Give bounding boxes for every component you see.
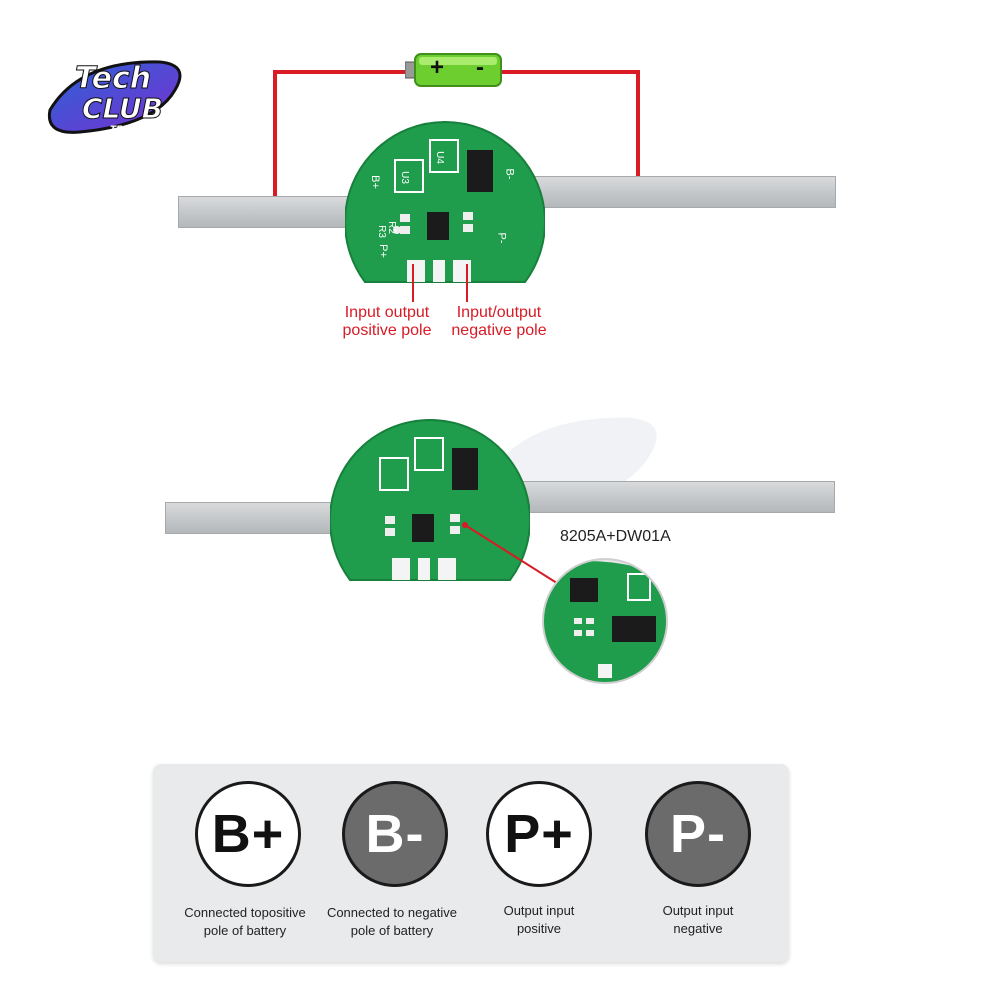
pin-b-plus-caption-line1: Connected topositive bbox=[184, 905, 306, 920]
pin-b-plus-caption-line2: pole of battery bbox=[203, 923, 287, 938]
pin-b-minus-caption: Connected to negative pole of battery bbox=[317, 904, 467, 940]
wire-left-vertical bbox=[273, 70, 277, 210]
battery-icon bbox=[405, 53, 502, 87]
callout-negative-pole: Input/output negative pole bbox=[444, 304, 554, 340]
pcb-board-top bbox=[345, 121, 545, 283]
nickel-strip-right-2 bbox=[495, 481, 835, 513]
pin-p-plus-caption-line2: positive bbox=[516, 921, 562, 936]
nickel-strip-left-2 bbox=[165, 502, 355, 534]
svg-text:CLUB: CLUB bbox=[82, 92, 163, 125]
wire-left-horizontal bbox=[273, 70, 408, 74]
pcb-label-u4: U4 bbox=[433, 151, 445, 164]
pin-p-minus-caption-line1: Output input bbox=[662, 903, 734, 918]
wire-right-horizontal bbox=[500, 70, 640, 74]
nickel-strip-right bbox=[510, 176, 836, 208]
zoom-pointer-line bbox=[462, 522, 561, 586]
pin-p-minus-caption-line2: negative bbox=[673, 921, 723, 936]
svg-text:TECH CLUB: TECH CLUB bbox=[110, 125, 166, 135]
pcb-label-r3: R3 bbox=[375, 225, 387, 238]
battery-plus: + bbox=[430, 54, 445, 81]
callout-positive-pole: Input output positive pole bbox=[332, 304, 442, 340]
pin-p-minus-caption: Output input negative bbox=[623, 902, 773, 938]
pin-p-plus-caption-line1: Output input bbox=[503, 903, 575, 918]
pin-b-minus-symbol: B- bbox=[365, 804, 425, 864]
pin-p-plus-caption: Output input positive bbox=[464, 902, 614, 938]
callout-line-right bbox=[466, 264, 468, 302]
pcb-label-b-minus: B- bbox=[503, 168, 516, 180]
callout-left-line1: Input output bbox=[344, 304, 430, 321]
pcb-label-p-minus: P- bbox=[495, 232, 508, 244]
callout-line-left bbox=[412, 264, 414, 302]
callout-left-line2: positive pole bbox=[342, 322, 432, 339]
pin-p-minus-symbol: P- bbox=[670, 804, 726, 864]
pcb-label-r2: R2 bbox=[385, 221, 397, 234]
pcb-label-b-plus: B+ bbox=[368, 175, 381, 189]
pin-b-plus-badge: B+ bbox=[195, 781, 301, 887]
callout-right-line2: negative pole bbox=[451, 322, 547, 339]
zoom-magnifier bbox=[542, 558, 668, 684]
pcb-board-bottom bbox=[330, 419, 530, 581]
pin-b-plus-symbol: B+ bbox=[211, 804, 285, 864]
pin-p-plus-badge: P+ bbox=[486, 781, 592, 887]
wire-right-vertical bbox=[636, 70, 640, 200]
chip-label: 8205A+DW01A bbox=[560, 528, 671, 545]
tech-club-logo: Tech CLUB TECH CLUB bbox=[47, 60, 182, 135]
pin-b-plus-caption: Connected topositive pole of battery bbox=[170, 904, 320, 940]
pin-b-minus-badge: B- bbox=[342, 781, 448, 887]
pcb-label-u3: U3 bbox=[398, 171, 410, 184]
pin-p-minus-badge: P- bbox=[645, 781, 751, 887]
pin-p-plus-symbol: P+ bbox=[504, 804, 574, 864]
pin-b-minus-caption-line1: Connected to negative bbox=[326, 905, 458, 920]
svg-text:Tech: Tech bbox=[75, 61, 151, 96]
battery-minus: - bbox=[476, 54, 484, 81]
pin-b-minus-caption-line2: pole of battery bbox=[350, 923, 434, 938]
nickel-strip-left bbox=[178, 196, 376, 228]
pcb-label-p-plus: P+ bbox=[376, 244, 389, 258]
callout-right-line1: Input/output bbox=[456, 304, 542, 321]
